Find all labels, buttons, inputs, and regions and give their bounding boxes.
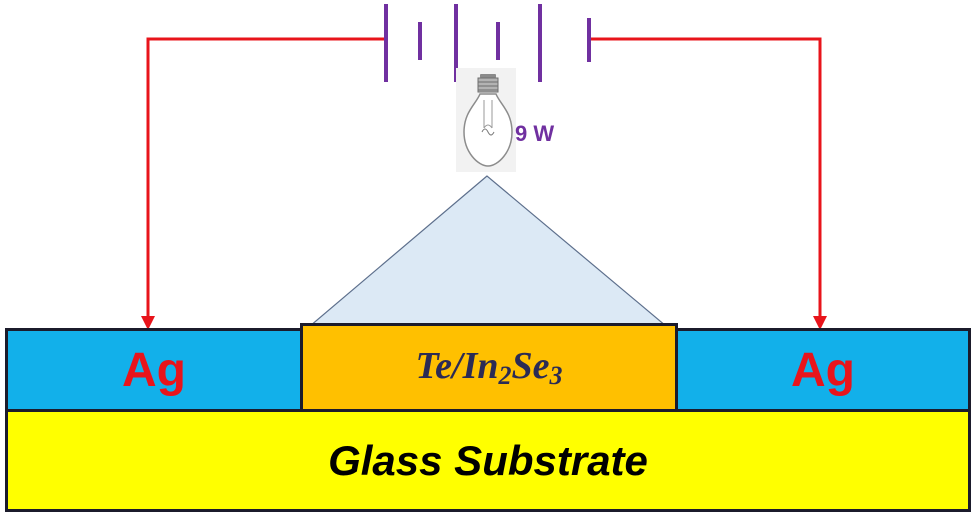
- left-ag-label-wrap: Ag: [8, 331, 300, 409]
- right-ag-label-wrap: Ag: [678, 331, 968, 409]
- film-label-part2: Se: [511, 345, 550, 387]
- thin-film-layer: Te/In2Se3: [300, 323, 678, 412]
- left-arrow-head: [141, 316, 155, 330]
- film-label-part1: Te/In: [415, 345, 499, 387]
- glass-substrate-layer: Glass Substrate: [5, 409, 971, 512]
- lamp-power-label: 9 W: [515, 121, 555, 146]
- substrate-label: Glass Substrate: [328, 436, 648, 484]
- left-ag-label: Ag: [122, 343, 186, 397]
- battery-icon: [384, 4, 591, 82]
- substrate-label-wrap: Glass Substrate: [8, 412, 968, 509]
- right-arrow-head: [813, 316, 827, 330]
- left-ag-electrode: Ag: [5, 328, 303, 412]
- film-label: Te/In2Se3: [415, 344, 562, 391]
- right-ag-label: Ag: [791, 343, 855, 397]
- right-ag-electrode: Ag: [675, 328, 971, 412]
- film-label-wrap: Te/In2Se3: [303, 326, 675, 409]
- film-label-sub1: 2: [498, 361, 512, 390]
- film-label-sub2: 3: [549, 361, 563, 390]
- left-wire: [146, 37, 388, 318]
- light-bulb-icon: [456, 68, 516, 172]
- light-beam: [308, 175, 668, 327]
- right-wire: [590, 37, 822, 318]
